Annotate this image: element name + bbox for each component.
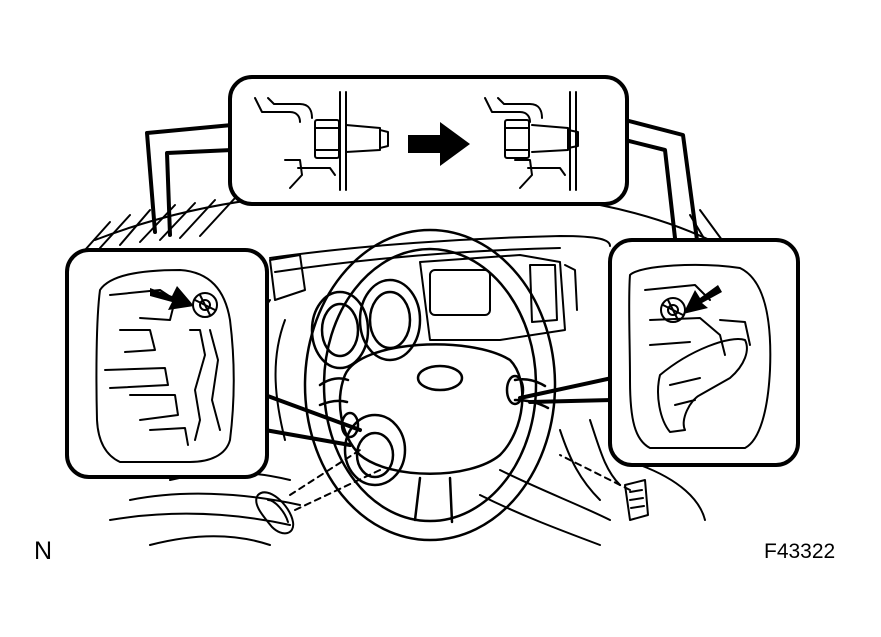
right-detail-callout [518,238,800,467]
top-detail-callout [145,75,699,242]
view-label: N [34,537,53,565]
screw-cap-part [255,491,295,535]
pointer-arrow-icon [150,286,194,310]
pointer-arrow-icon [683,285,722,314]
figure-id: F43322 [764,540,836,563]
left-detail-callout [65,248,362,479]
clip-part [624,479,649,521]
right-arrow-icon [408,122,470,166]
